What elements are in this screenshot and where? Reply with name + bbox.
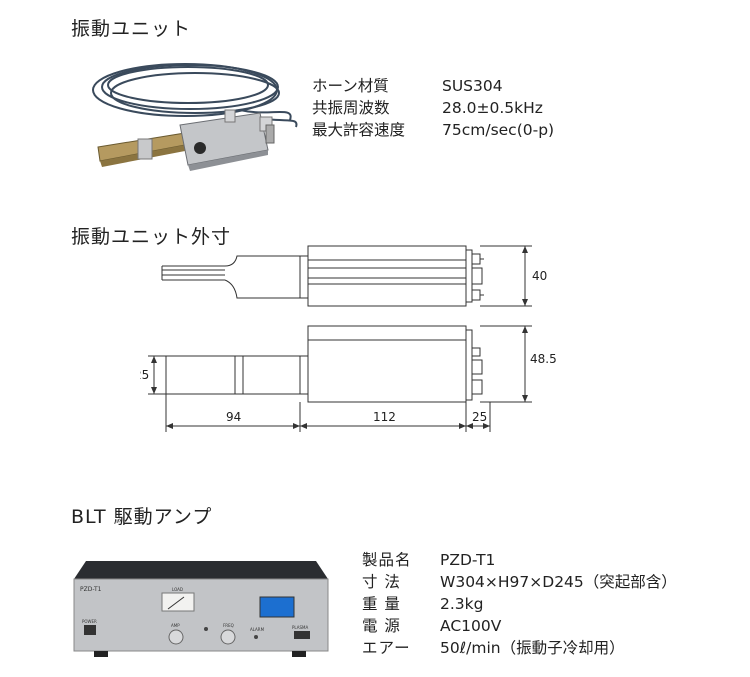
panel-model-label: PZD-T1 [80,586,102,593]
amp-title: BLT 駆動アンプ [71,506,213,528]
panel-knob1-label: AMP [171,623,180,628]
amplifier-photo: PZD-T1 POWER LOAD AMP FREQ ALARM PLASMA [73,561,329,657]
vibration-unit-photo [92,63,298,171]
dim-len-horn: 94 [226,410,241,424]
frequency-display [259,596,295,618]
panel-lamp-label: ALARM [250,627,265,632]
dim-height-top: 40 [532,269,547,283]
unit-title: 振動ユニット [71,18,192,40]
dim-len-body: 112 [373,410,396,424]
panel-knob2-label: FREQ [223,623,234,628]
panel-meter-label: LOAD [172,587,183,592]
dim-height-bottom: 48.5 [530,352,557,366]
dim-len-end: 25 [472,410,487,424]
dim-height-left: 25 [140,368,149,382]
dimension-drawing: 40 48.5 25 94 112 25 [140,245,557,432]
dimension-title: 振動ユニット外寸 [71,226,232,248]
panel-conn-label: PLASMA [292,625,308,630]
panel-power-label: POWER [82,619,97,624]
